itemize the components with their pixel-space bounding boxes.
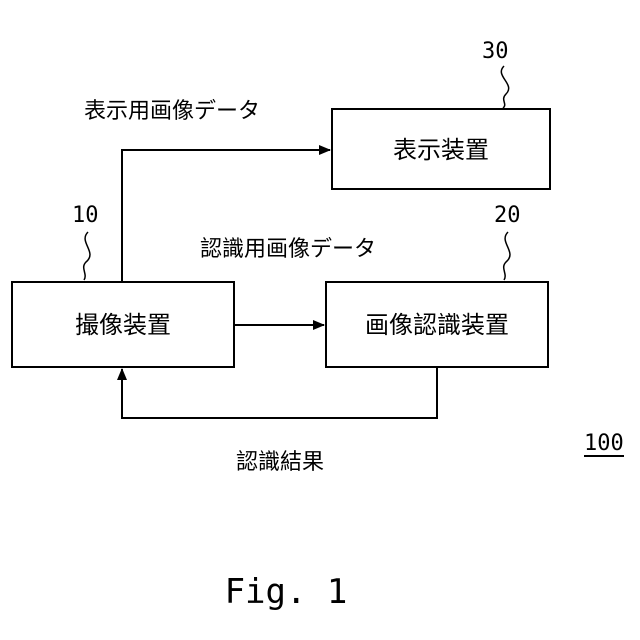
ref-numeral-20: 20 xyxy=(494,203,521,228)
ref-numeral-30: 30 xyxy=(482,39,509,64)
image-recognition-device-label: 画像認識装置 xyxy=(365,311,509,339)
system-ref-numeral: 100 xyxy=(584,431,624,456)
ref-leader-20 xyxy=(504,232,510,280)
display-data-label: 表示用画像データ xyxy=(84,99,260,124)
recognition-result-label: 認識結果 xyxy=(236,450,324,475)
display-device-label: 表示装置 xyxy=(393,136,489,164)
ref-leader-10 xyxy=(84,232,90,280)
recognition-data-label: 認識用画像データ xyxy=(200,237,376,262)
display-data-arrow xyxy=(122,150,330,282)
imaging-device-label: 撮像装置 xyxy=(75,311,171,339)
ref-leader-30 xyxy=(501,66,508,108)
figure-caption: Fig. 1 xyxy=(225,572,348,612)
ref-numeral-10: 10 xyxy=(72,203,99,228)
recognition-result-arrow xyxy=(122,367,437,418)
